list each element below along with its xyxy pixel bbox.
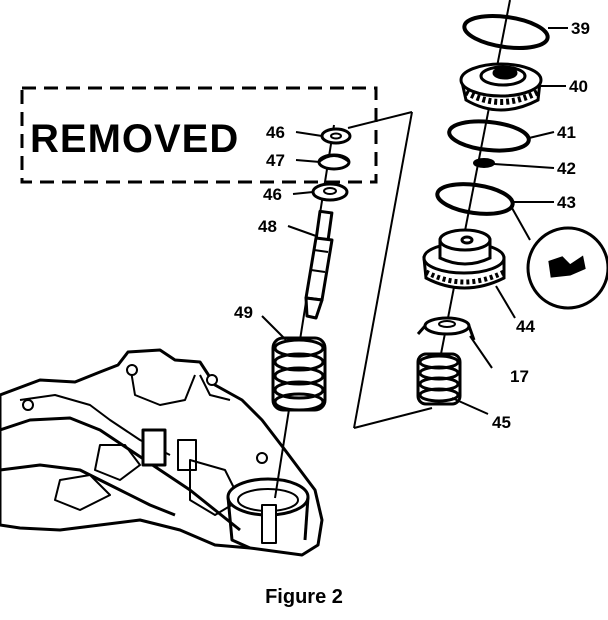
washer-46-top [320, 127, 352, 145]
callout-47: 47 [266, 151, 285, 170]
removed-box: REMOVED [20, 86, 378, 184]
callout-46-lower: 46 [263, 185, 282, 204]
callouts: 39 40 41 42 43 44 17 45 46 47 46 48 49 [234, 19, 590, 432]
callout-46-top: 46 [266, 123, 285, 142]
callout-39: 39 [571, 19, 590, 38]
pin-48 [304, 209, 334, 320]
callout-42: 42 [557, 159, 576, 178]
housing-40 [459, 62, 543, 112]
callout-43: 43 [557, 193, 576, 212]
clip-17 [416, 316, 476, 341]
seal-ring-43 [435, 182, 515, 216]
spring-49 [271, 336, 327, 412]
detail-inset [511, 207, 608, 310]
callout-40: 40 [569, 77, 588, 96]
washer-47 [317, 153, 351, 171]
leader-lines [261, 27, 568, 415]
callout-44: 44 [516, 317, 535, 336]
transmission-case [0, 348, 324, 557]
callout-49: 49 [234, 303, 253, 322]
spring-45 [416, 352, 462, 406]
callout-48: 48 [258, 217, 277, 236]
seal-ring-41 [447, 119, 531, 153]
removed-label: REMOVED [30, 117, 239, 161]
callout-17: 17 [510, 367, 529, 386]
piston-44 [422, 228, 506, 290]
washer-46-lower [311, 182, 349, 202]
snap-ring-39 [462, 14, 550, 50]
figure-caption: Figure 2 [265, 586, 343, 608]
callout-45: 45 [492, 413, 511, 432]
callout-41: 41 [557, 123, 576, 142]
seal-42 [473, 158, 495, 168]
